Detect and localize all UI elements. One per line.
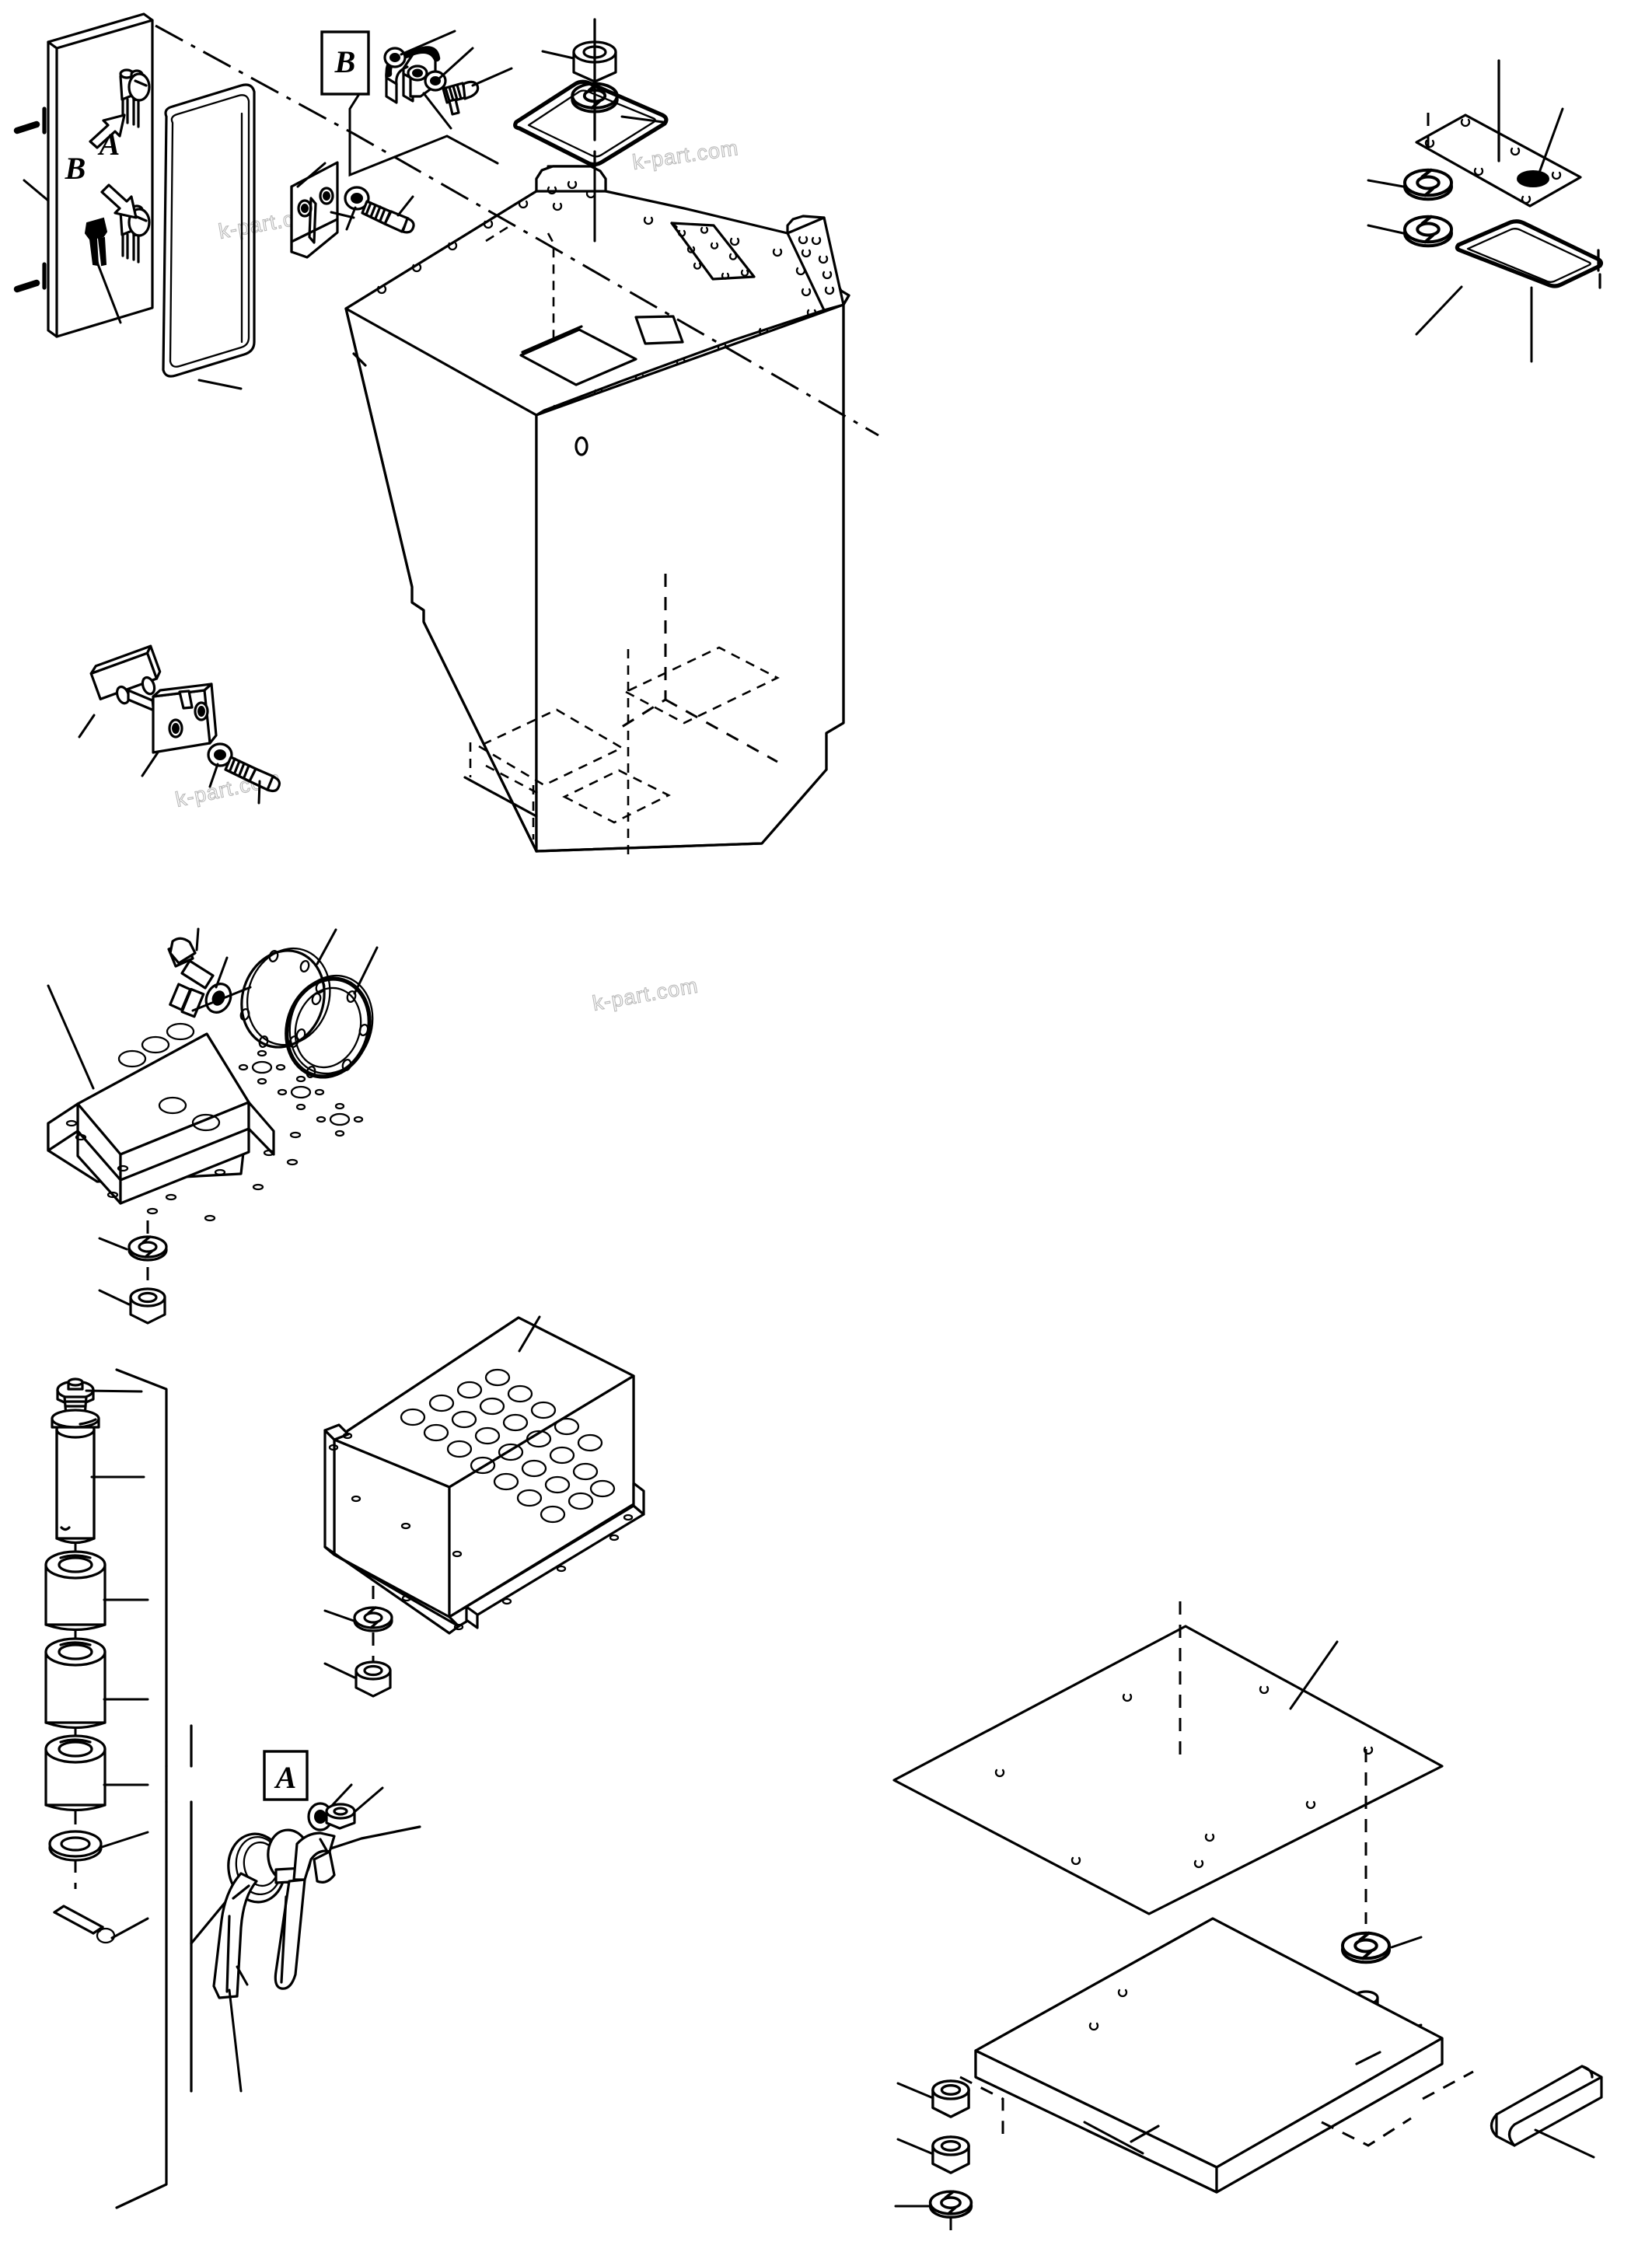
control-box-nut <box>129 1287 166 1325</box>
detail-a-callout: A <box>263 1750 309 1801</box>
cotter-pin <box>53 1905 116 1944</box>
rivet-holes-right-ear <box>798 236 835 295</box>
bottom-nut-1 <box>931 2079 970 2118</box>
hinge-bolt <box>224 756 281 793</box>
latch-catch-assembly <box>383 30 513 130</box>
angle-bracket <box>290 161 339 259</box>
cabinet-bottom-assembly <box>892 1601 1603 2237</box>
vent-box-nut <box>354 1660 392 1698</box>
bushing-2 <box>44 1637 107 1730</box>
bottom-washer <box>1341 1931 1391 1964</box>
section-arrow-b <box>100 183 138 219</box>
section-arrow-a <box>89 113 126 149</box>
top-deck-opening-small <box>634 315 684 345</box>
bracket-washer <box>344 186 370 211</box>
door-lock-upper <box>119 68 151 128</box>
watermark-text: k-part.com <box>631 136 740 174</box>
angle-bracket-assembly <box>290 161 415 259</box>
watermark-text: k-part.com <box>591 973 700 1014</box>
vent-box <box>323 1316 645 1635</box>
pin-assembly <box>44 1368 168 2209</box>
top-deck-opening-large <box>519 328 637 386</box>
cabinet-top-gaskets <box>513 18 1604 363</box>
hinge-washer <box>207 742 233 767</box>
round-port-assembly <box>167 927 379 1079</box>
section-letter-b: B <box>65 151 86 186</box>
pin-bolt <box>56 1377 95 1421</box>
pivot-pin <box>51 1409 100 1545</box>
bracket-bolt <box>361 200 415 234</box>
cover-plate-round <box>239 947 331 1049</box>
top-plate-washer-2 <box>1403 215 1453 248</box>
pin-washer <box>48 1830 103 1862</box>
side-access-plate <box>670 222 756 281</box>
door-seal <box>162 83 256 390</box>
top-plate-washer-1 <box>1403 168 1453 201</box>
bottom-nut-2 <box>931 2135 970 2174</box>
control-box <box>47 1022 364 1222</box>
round-bolt <box>167 937 215 1018</box>
cabinet-body <box>344 165 850 859</box>
detail-b-callout: B <box>320 30 499 177</box>
gasket-round <box>285 974 374 1079</box>
rubber-stop <box>1490 2065 1603 2147</box>
bushing-3 <box>44 1734 107 1812</box>
rivet-holes-top-edge <box>376 200 529 295</box>
bottom-plate-upper <box>892 1625 1444 1915</box>
handle-nut <box>325 1803 356 1830</box>
vent-box-assembly <box>323 1315 645 1699</box>
door-panel-assembly: A B <box>13 12 256 390</box>
latch-washer-1 <box>383 47 407 68</box>
top-gasket-narrow <box>1455 219 1604 289</box>
detail-a-handle-assembly <box>190 1724 421 2093</box>
bottom-washer-2 <box>928 2190 973 2219</box>
callout-letter-a: A <box>274 1760 297 1795</box>
cabinet-side-hole <box>575 436 589 456</box>
section-letter-a: A <box>97 127 120 162</box>
door-panel <box>47 12 154 338</box>
door-handle <box>212 1828 336 1999</box>
top-gasket-large <box>513 79 669 167</box>
round-washer <box>204 983 232 1014</box>
control-box-assembly <box>47 984 364 1325</box>
hinge-leaf-male <box>89 644 163 716</box>
vent-box-washer <box>353 1606 393 1632</box>
latch-bolt <box>442 80 480 116</box>
callout-letter-b: B <box>334 44 356 79</box>
bushing-1 <box>44 1550 107 1632</box>
hinge-assembly <box>78 644 281 805</box>
control-box-washer <box>127 1235 168 1262</box>
hinge-leaf-female <box>152 683 218 754</box>
